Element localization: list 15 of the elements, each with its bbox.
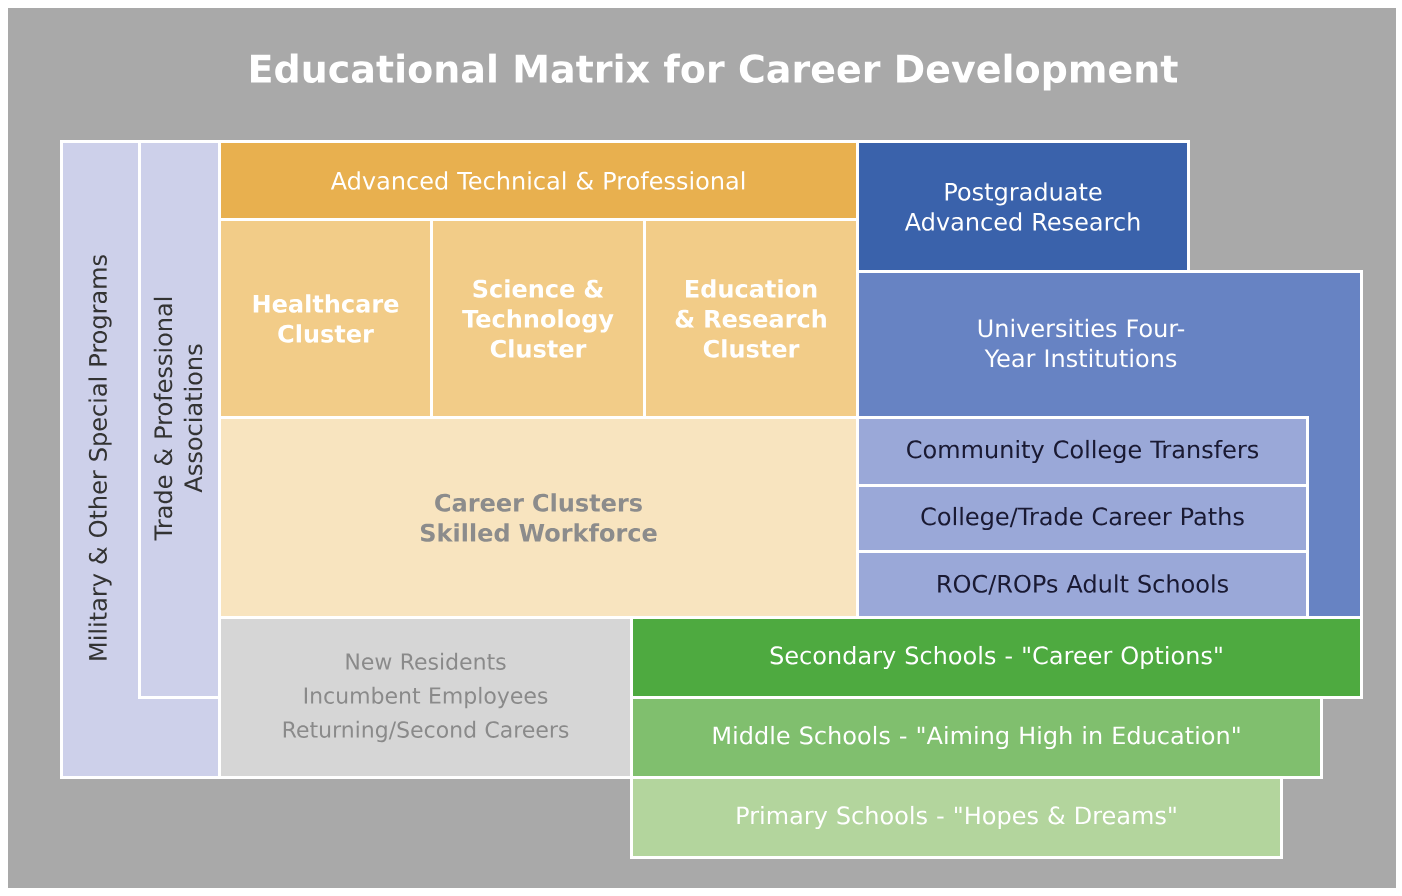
cluster-box: Healthcare Cluster	[218, 218, 433, 419]
pathway-box: ROC/ROPs Adult Schools	[856, 550, 1309, 619]
school-band: Secondary Schools - "Career Options"	[630, 616, 1363, 699]
pathway-box: Community College Transfers	[856, 416, 1309, 487]
program-band: Trade & Professional Associations	[138, 140, 221, 699]
level-band: Career Clusters Skilled Workforce	[218, 416, 859, 619]
cluster-box: Education & Research Cluster	[643, 218, 859, 419]
learner-box: New Residents Incumbent Employees Returning/Second Careers	[218, 616, 633, 779]
title: Educational Matrix for Career Development	[251, 53, 1178, 91]
cluster-box: Science & Technology Cluster	[430, 218, 646, 419]
school-band: Primary Schools - "Hopes & Dreams"	[630, 776, 1283, 859]
level-band: Postgraduate Advanced Research	[856, 140, 1190, 273]
level-band: Advanced Technical & Professional	[218, 140, 859, 221]
pathway-box: College/Trade Career Paths	[856, 484, 1309, 553]
school-band: Middle Schools - "Aiming High in Education"	[630, 696, 1323, 779]
